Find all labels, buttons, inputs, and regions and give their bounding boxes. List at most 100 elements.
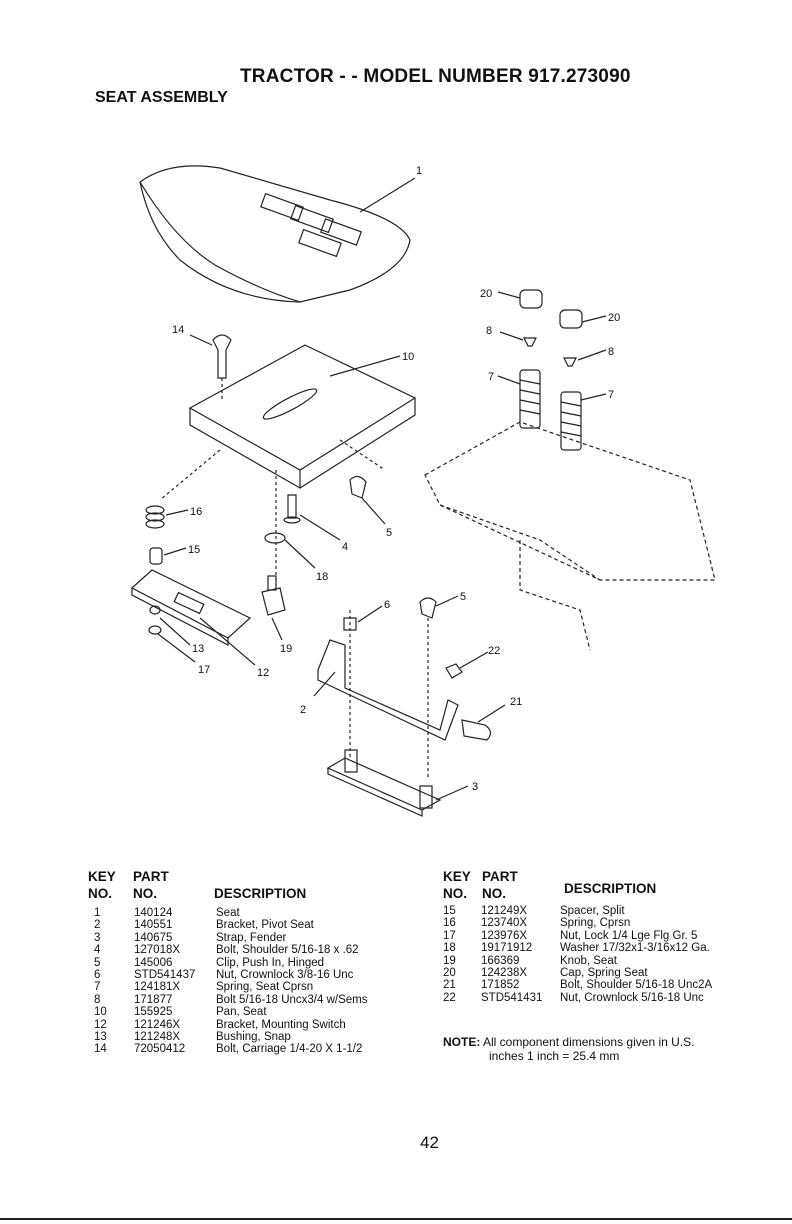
callout-21: 21 [510,696,522,708]
fender-strap-part [326,749,442,817]
part-description: Washer 17/32x1-3/16x12 Ga. [560,942,710,955]
spring-part-16 [145,505,165,529]
note-line-1: All component dimensions given in U.S. [483,1035,695,1049]
callout-20b: 20 [608,312,620,324]
table-row: 19 166369 Knob, Seat [443,955,763,967]
part-description: Clip, Push In, Hinged [216,956,325,969]
part-description: Bolt, Shoulder 5/16-18 Unc2A [560,979,713,992]
left-desc-header-text: DESCRIPTION [214,886,307,901]
callout-14: 14 [172,324,184,336]
key-no: 16 [443,917,456,930]
right-part-header: PART NO. [482,868,518,902]
pivot-bracket-part [317,639,459,741]
part-description: Spacer, Split [560,905,625,917]
callout-13: 13 [192,643,204,655]
key-no: 10 [94,1006,107,1019]
key-no: 14 [94,1043,107,1056]
part-description: Bushing, Snap [216,1030,291,1043]
key-no: 21 [443,979,456,992]
key-no: 5 [94,956,101,969]
spring-part-7 [519,369,582,451]
left-key-header-line2: NO. [88,886,113,901]
note-label: NOTE: [443,1035,481,1049]
page-title: TRACTOR - - MODEL NUMBER 917.273090 [240,66,631,87]
key-no: 4 [94,944,101,957]
key-no: 22 [443,991,456,1004]
left-key-header-line1: KEY [88,869,116,884]
callout-10: 10 [402,351,414,363]
right-key-header-line1: KEY [443,869,471,884]
part-no: 121249X [481,905,528,917]
callout-20a: 20 [480,288,492,300]
part-no: 140675 [134,931,173,944]
left-part-header: PART NO. [133,868,169,902]
part-description: Knob, Seat [560,954,617,967]
part-description: Nut, Crownlock 3/8-16 Unc [216,968,354,981]
callout-15: 15 [188,544,200,556]
callout-8a: 8 [486,325,492,337]
callout-16: 16 [190,506,202,518]
part-description: Cap, Spring Seat [560,966,648,979]
right-part-header-line1: PART [482,869,518,884]
part-no: STD541437 [134,968,196,981]
callout-22: 22 [488,645,500,657]
key-no: 3 [94,931,101,944]
part-no: 171877 [134,993,173,1006]
right-key-header: KEY NO. [443,868,471,902]
callout-5a: 5 [386,527,392,539]
seat-pan-part [188,344,417,490]
key-no: 13 [94,1030,107,1043]
right-desc-header-text: DESCRIPTION [564,881,657,896]
key-no: 20 [443,966,456,979]
callout-6: 6 [384,599,390,611]
part-no: 145006 [134,956,173,969]
part-no: 72050412 [134,1043,186,1056]
part-description: Bracket, Mounting Switch [216,1018,346,1031]
part-description: Seat [216,907,240,919]
part-no: 140551 [134,919,173,932]
seat-assembly-diagram: 1 20 20 8 8 14 10 7 7 16 5 4 15 18 6 5 1… [130,165,716,817]
right-key-header-line2: NO. [443,886,468,901]
part-description: Bolt, Shoulder 5/16-18 x .62 [216,944,359,957]
key-no: 17 [443,929,456,942]
bottom-rule [0,1218,792,1220]
part-no: 171852 [481,979,520,992]
part-no: 121246X [134,1018,181,1031]
callout-8b: 8 [608,346,614,358]
callout-19: 19 [280,643,292,655]
key-no: 19 [443,954,456,967]
part-description: Pan, Seat [216,1006,267,1019]
key-no: 15 [443,905,456,917]
part-description: Bracket, Pivot Seat [216,919,314,932]
part-description: Nut, Lock 1/4 Lge Flg Gr. 5 [560,929,698,942]
callout-17: 17 [198,664,210,676]
part-no: 124238X [481,966,528,979]
callout-1: 1 [416,165,422,177]
part-description: Bolt 5/16-18 Uncx3/4 w/Sems [216,993,368,1006]
left-key-header: KEY NO. [88,868,116,902]
left-part-header-line1: PART [133,869,169,884]
part-no: 166369 [481,954,520,967]
key-no: 8 [94,993,101,1006]
note-line-2: inches 1 inch = 25.4 mm [489,1049,620,1063]
table-row: 12 121246X Bracket, Mounting Switch [94,1019,414,1031]
part-description: Spring, Seat Cprsn [216,981,314,994]
part-description: Strap, Fender [216,931,287,944]
section-title: SEAT ASSEMBLY [95,89,228,106]
callout-7b: 7 [608,389,614,401]
table-row: 3 140675 Strap, Fender [94,932,414,944]
right-desc-header: DESCRIPTION [564,880,656,897]
key-no: 12 [94,1018,107,1031]
page-number: 42 [420,1133,439,1152]
part-no: 19171912 [481,942,533,955]
part-no: 123740X [481,917,528,930]
